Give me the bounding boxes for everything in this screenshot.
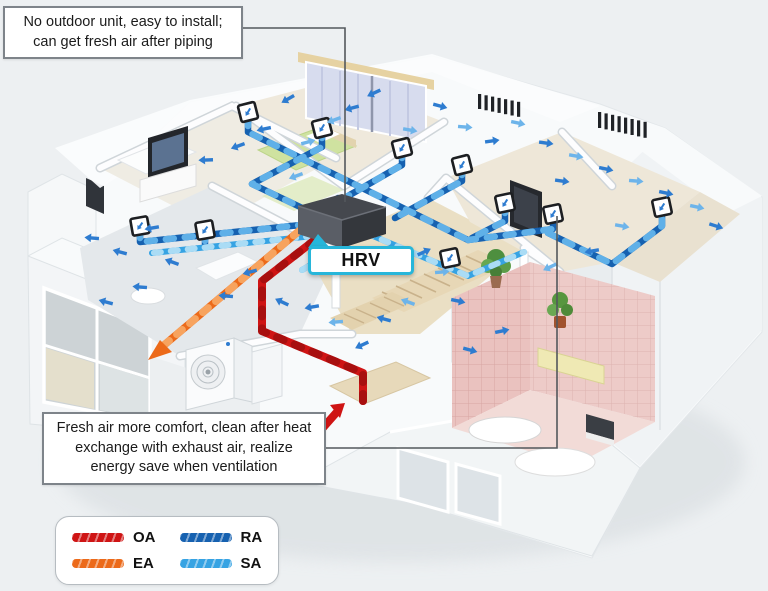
basin bbox=[514, 447, 596, 477]
leader-line-bottom-callout bbox=[317, 216, 558, 449]
diffuser bbox=[652, 197, 672, 217]
diffuser bbox=[392, 138, 413, 159]
front-window bbox=[454, 462, 502, 526]
diffuser bbox=[195, 220, 215, 240]
stove bbox=[586, 414, 614, 440]
legend-item-ra: RA bbox=[179, 529, 263, 546]
sa-swatch bbox=[179, 559, 232, 568]
diffuser bbox=[440, 248, 460, 268]
diffuser bbox=[130, 216, 150, 236]
ea-swatch bbox=[72, 559, 124, 568]
rug bbox=[262, 176, 344, 211]
bathroom-counter bbox=[537, 347, 605, 385]
window-blinds bbox=[478, 94, 521, 117]
legend-item-sa: SA bbox=[179, 555, 263, 572]
diffuser bbox=[452, 155, 473, 176]
ea-arrowhead bbox=[148, 340, 172, 360]
front-window bbox=[396, 446, 450, 514]
legend-label: SA bbox=[240, 555, 262, 572]
hrv-label: HRV bbox=[308, 246, 414, 275]
hrv-pointer bbox=[308, 234, 330, 248]
callout-line: exchange with exhaust air, realize bbox=[75, 439, 293, 456]
oa-swatch bbox=[72, 533, 124, 542]
oa-arrowhead bbox=[330, 403, 345, 418]
callout-line: Fresh air more comfort, clean after heat bbox=[56, 420, 312, 436]
legend-label: EA bbox=[133, 555, 154, 572]
callout-line: No outdoor unit, easy to install; bbox=[23, 14, 223, 30]
callout-fresh-air: Fresh air more comfort, clean after heat… bbox=[42, 412, 326, 485]
legend-label: RA bbox=[240, 529, 263, 546]
plant bbox=[547, 292, 573, 328]
diffuser bbox=[495, 193, 515, 213]
wall-tv-center bbox=[510, 180, 542, 238]
house-structure bbox=[27, 52, 763, 559]
window-blinds bbox=[598, 112, 647, 138]
diffuser bbox=[238, 102, 259, 123]
cabinet bbox=[328, 361, 432, 405]
callout-line: energy save when ventilation bbox=[90, 459, 278, 476]
exhaust-air-pipe bbox=[148, 227, 303, 360]
diffuser bbox=[543, 204, 563, 224]
round-table bbox=[130, 287, 166, 305]
bathroom bbox=[452, 262, 655, 477]
callout-line: can get fresh air after piping bbox=[33, 33, 213, 50]
legend: OA RA EA SA bbox=[55, 516, 280, 585]
curtain-window bbox=[305, 60, 427, 144]
leader-line-top-callout bbox=[240, 27, 346, 202]
bathtub bbox=[468, 416, 542, 444]
wall-tv-left bbox=[139, 126, 197, 203]
outdoor-unit bbox=[185, 337, 283, 411]
legend-item-oa: OA bbox=[72, 529, 156, 546]
stairs bbox=[330, 250, 510, 330]
legend-item-ea: EA bbox=[72, 555, 156, 572]
hrv-unit bbox=[297, 194, 387, 248]
legend-label: OA bbox=[133, 529, 156, 546]
ra-swatch bbox=[179, 533, 232, 542]
callout-no-outdoor-unit: No outdoor unit, easy to install; can ge… bbox=[3, 6, 243, 60]
